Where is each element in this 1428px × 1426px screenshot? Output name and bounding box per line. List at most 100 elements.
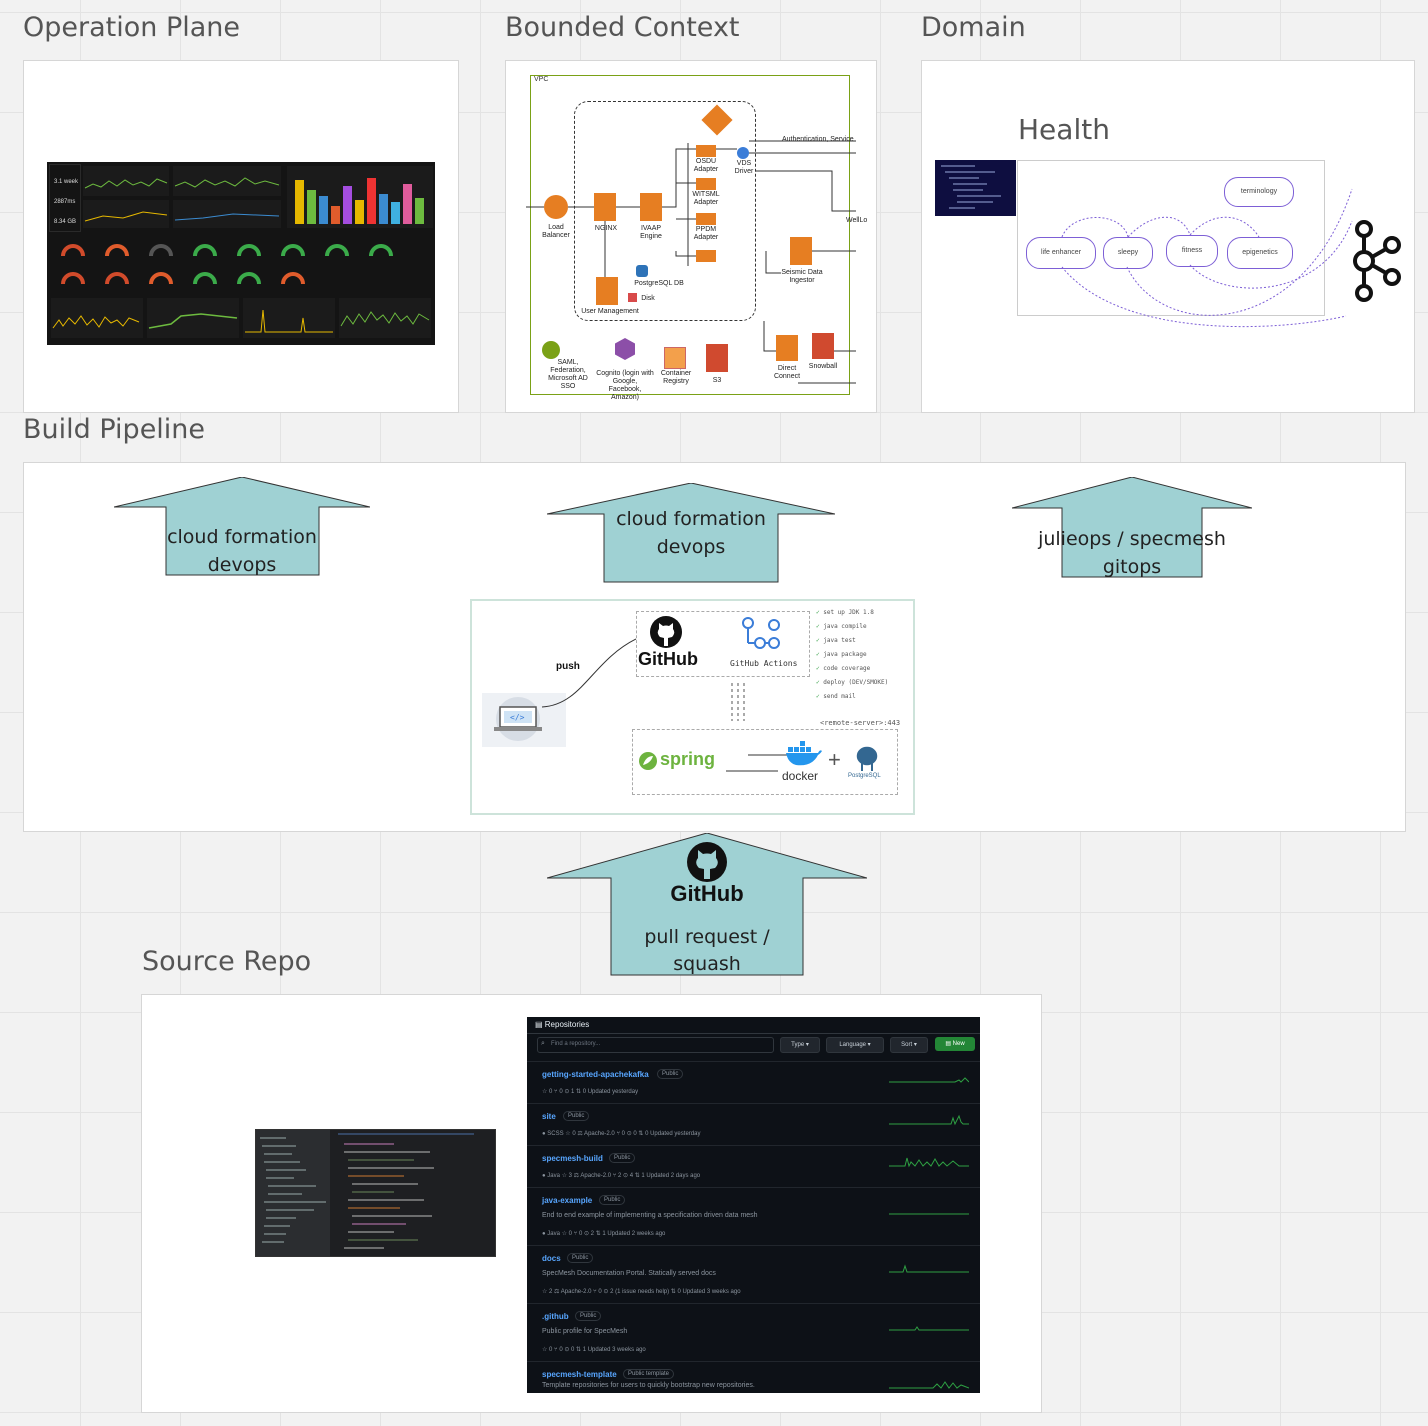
s3-icon (706, 344, 728, 372)
osdu-label: OSDU Adapter (693, 158, 719, 173)
ci-step: ✓ set up JDK 1.8 (816, 609, 874, 616)
seismic-label: Seismic Data Ingestor (781, 269, 823, 284)
source-repo-frame[interactable]: ▤ Repositories ⌕ Find a repository... Ty… (141, 994, 1042, 1413)
repo-visibility-badge: Public (657, 1069, 684, 1079)
repositories-header: ▤ Repositories (535, 1020, 590, 1029)
grafana-dashboard[interactable]: 3.1 week 2887ms 8.34 GB (47, 162, 435, 345)
github-repositories-panel[interactable]: ▤ Repositories ⌕ Find a repository... Ty… (527, 1017, 980, 1393)
ci-step: ✓ java package (816, 651, 867, 658)
repo-row[interactable]: specmesh-build Public ● Java ☆ 3 ⚖ Apach… (527, 1145, 980, 1188)
repo-row[interactable]: site Public ● SCSS ☆ 0 ⚖ Apache-2.0 ⑂ 0 … (527, 1103, 980, 1146)
repo-row[interactable]: getting-started-apachekafka Public ☆ 0 ⑂… (527, 1061, 980, 1104)
repo-visibility-badge: Public (599, 1195, 626, 1205)
repo-name-link[interactable]: .github (542, 1312, 569, 1321)
operation-plane-frame[interactable]: 3.1 week 2887ms 8.34 GB (23, 60, 459, 413)
docker-wordmark: docker (782, 769, 819, 783)
postgres-db-icon (636, 265, 648, 277)
arrow-right-line2: gitops (1102, 556, 1162, 578)
build-pipeline-title: Build Pipeline (23, 414, 206, 445)
repo-row[interactable]: specmesh-template Public template Templa… (527, 1361, 980, 1394)
disk-icon (628, 293, 637, 302)
language-filter-button[interactable]: Language ▾ (826, 1037, 884, 1053)
stat-panel: 3.1 week 2887ms 8.34 GB (49, 164, 81, 232)
github-logo-text: GitHub (670, 881, 744, 906)
repo-name-link[interactable]: getting-started-apachekafka (542, 1070, 649, 1079)
arrow-cloud-formation-middle: cloud formation devops (547, 483, 835, 583)
container-registry-icon (664, 347, 686, 369)
search-placeholder: Find a repository... (551, 1041, 601, 1047)
snowball-label: Snowball (808, 363, 838, 370)
kafka-icon (1353, 220, 1401, 302)
node-fitness[interactable]: fitness (1166, 235, 1218, 267)
repo-name-link[interactable]: specmesh-template (542, 1370, 617, 1379)
repo-meta: ● Java ☆ 3 ⚖ Apache-2.0 ⑂ 2 ⊙ 4 ⇅ 1 Upda… (542, 1173, 701, 1179)
spec-code-panel (935, 160, 1016, 216)
arrow-bottom-line1: pull request / (644, 926, 770, 948)
repo-row[interactable]: docs Public SpecMesh Documentation Porta… (527, 1245, 980, 1304)
ivaap-icon (640, 193, 662, 221)
cognito-label: Cognito (login with Google, Facebook, Am… (596, 370, 654, 401)
repo-visibility-badge: Public (575, 1311, 602, 1321)
repo-description: Public profile for SpecMesh (542, 1328, 628, 1335)
load-balancer-label: Load Balancer (542, 224, 570, 239)
repo-name-link[interactable]: docs (542, 1254, 561, 1263)
auth-label: Authentication, Service (782, 136, 854, 143)
arrow-left-line2: devops (207, 554, 277, 576)
repo-search-input[interactable]: ⌕ Find a repository... (537, 1037, 774, 1053)
cicd-connectors (541, 638, 802, 772)
build-pipeline-frame[interactable]: cloud formation devops cloud formation d… (23, 462, 1406, 832)
new-repo-button[interactable]: ▤ New (935, 1037, 975, 1051)
container-label: Container Registry (660, 370, 692, 385)
repo-row[interactable]: java-example Public End to end example o… (527, 1187, 980, 1246)
repo-activity-sparkline (889, 1326, 969, 1331)
node-epigenetics[interactable]: epigenetics (1227, 237, 1293, 269)
github-box (636, 611, 810, 677)
bounded-context-title: Bounded Context (505, 12, 740, 43)
ide-screenshot[interactable] (255, 1129, 496, 1257)
repo-activity-sparkline (889, 1264, 969, 1273)
vds-driver-icon (737, 147, 749, 159)
github-wordmark: GitHub (638, 649, 698, 669)
spring-leaf-icon (639, 752, 657, 770)
ivaap-label: IVAAP Engine (640, 225, 662, 240)
repo-name-link[interactable]: specmesh-build (542, 1154, 603, 1163)
cognito-icon (615, 338, 635, 360)
postgres-wordmark: PostgreSQL (848, 773, 881, 779)
repo-name-link[interactable]: java-example (542, 1196, 593, 1205)
ppdm-icon (696, 213, 716, 225)
stat-latency: 2887ms (54, 199, 76, 205)
domain-frame[interactable]: Health terminology life enhancer sleepy … (921, 60, 1415, 413)
osdu-icon (696, 145, 716, 157)
repo-meta: ☆ 0 ⑂ 0 ⊙ 1 ⇅ 0 Updated yesterday (542, 1089, 639, 1095)
bounded-context-frame[interactable]: VPC Authentication, Service Load Balance… (505, 60, 877, 413)
repo-activity-sparkline (889, 1381, 969, 1389)
github-actions-label: GitHub Actions (730, 659, 798, 668)
ppdm-label: PPDM Adapter (693, 226, 719, 241)
type-filter-button[interactable]: Type ▾ (780, 1037, 820, 1053)
repo-row[interactable]: .github Public Public profile for SpecMe… (527, 1303, 980, 1362)
vpc-boundary (530, 75, 850, 395)
witsml-icon (696, 178, 716, 190)
ci-step: ✓ java compile (816, 623, 867, 630)
node-terminology[interactable]: terminology (1224, 177, 1294, 207)
sort-button[interactable]: Sort ▾ (890, 1037, 928, 1053)
arrow-cloud-formation-left: cloud formation devops (114, 477, 370, 577)
nginx-label: NGINX (594, 225, 618, 232)
cicd-diagram[interactable]: </> push GitHub GitHub Actions ✓ set up … (470, 599, 915, 815)
repo-visibility-badge: Public (567, 1253, 594, 1263)
repo-visibility-badge: Public (563, 1111, 590, 1121)
node-life-enhancer[interactable]: life enhancer (1026, 237, 1096, 269)
user-mgmt-label: User Management (581, 308, 639, 315)
saml-label: SAML, Federation, Microsoft AD SSO (548, 359, 588, 390)
seismic-icon (790, 237, 812, 265)
autoscaling-group (574, 101, 756, 321)
gauge-grid (49, 234, 433, 294)
repo-visibility-badge: Public (609, 1153, 636, 1163)
repo-name-link[interactable]: site (542, 1112, 556, 1121)
adapter-icon (696, 250, 716, 262)
header-divider (527, 1033, 980, 1034)
repo-meta: ☆ 2 ⚖ Apache-2.0 ⑂ 0 ⊙ 2 (1 issue needs … (542, 1289, 741, 1295)
laptop-icon: </> (494, 706, 542, 731)
repo-activity-sparkline (889, 1213, 969, 1215)
arrow-left-line1: cloud formation (167, 526, 317, 548)
